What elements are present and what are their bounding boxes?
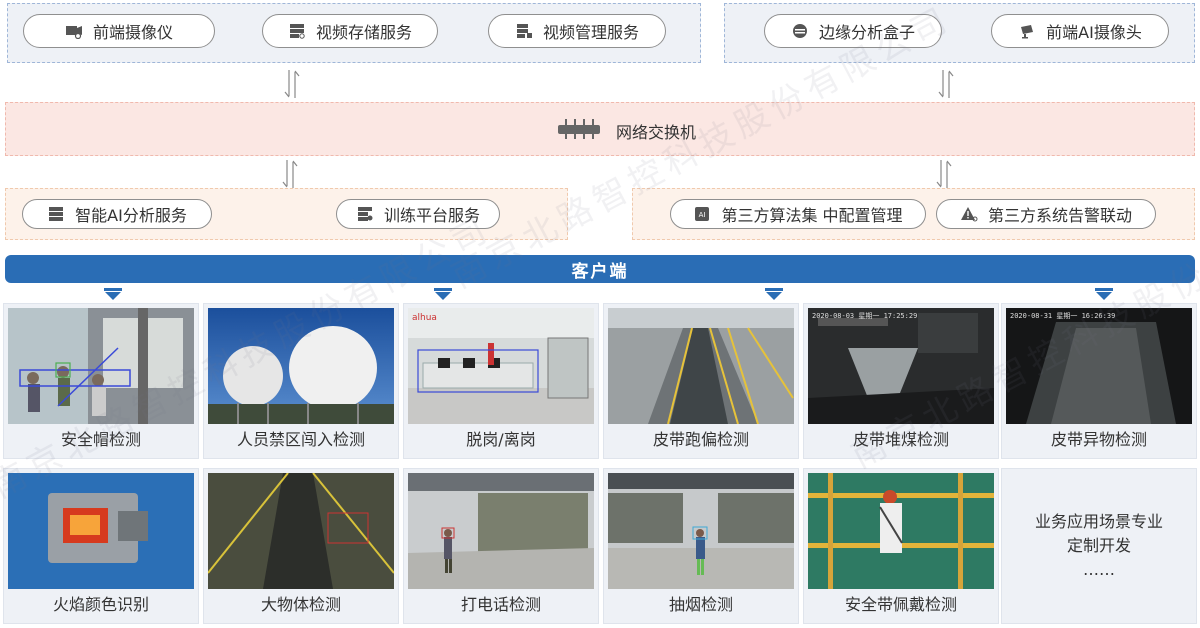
algorithm-chip-icon: AI bbox=[693, 205, 711, 223]
scene-caption: 脱岗/离岗 bbox=[466, 430, 536, 449]
scene-caption: 安全帽检测 bbox=[60, 430, 141, 449]
scene-card-belt-coal-pile[interactable]: 2020-08-03 星期一 17:25:29 皮带堆煤检测 bbox=[803, 303, 999, 459]
pill-label: 训练平台服务 bbox=[383, 206, 480, 225]
bidirectional-arrow-icon bbox=[282, 160, 298, 188]
pill-ai-analysis[interactable]: 智能AI分析服务 bbox=[22, 199, 212, 229]
pill-third-party-alarm[interactable]: 第三方系统告警联动 bbox=[936, 199, 1156, 229]
ai-camera-icon bbox=[1018, 22, 1036, 40]
off-post-image: alhua bbox=[408, 308, 594, 424]
edge-box-icon bbox=[791, 22, 809, 40]
camera-device-icon bbox=[65, 22, 83, 40]
flame-color-image bbox=[8, 473, 194, 589]
scene-caption: 抽烟检测 bbox=[668, 595, 733, 614]
bidirectional-arrow-icon bbox=[938, 70, 954, 98]
scene-card-safety-belt[interactable]: 安全带佩戴检测 bbox=[803, 468, 999, 624]
bidirectional-arrow-icon bbox=[936, 160, 952, 188]
pill-third-party-algorithm[interactable]: AI 第三方算法集 中配置管理 bbox=[670, 199, 926, 229]
scene-caption: 皮带异物检测 bbox=[1050, 430, 1147, 449]
scene-card-large-object[interactable]: 大物体检测 bbox=[203, 468, 399, 624]
scene-caption: 安全带佩戴检测 bbox=[844, 595, 957, 614]
pill-label: 前端摄像仪 bbox=[92, 23, 173, 42]
network-switch-icon bbox=[556, 118, 602, 144]
scene-card-helmet[interactable]: 安全帽检测 bbox=[3, 303, 199, 459]
down-arrow-icon bbox=[765, 288, 783, 300]
network-switch[interactable]: 网络交换机 bbox=[556, 118, 696, 144]
scene-caption: 皮带堆煤检测 bbox=[852, 430, 949, 449]
pill-label: 视频存储服务 bbox=[315, 23, 412, 42]
management-server-icon bbox=[515, 22, 533, 40]
phone-call-image bbox=[408, 473, 594, 589]
safety-belt-image bbox=[808, 473, 994, 589]
pill-label: 边缘分析盒子 bbox=[818, 23, 915, 42]
client-label: 客户端 bbox=[571, 261, 629, 282]
down-arrow-icon bbox=[1095, 288, 1113, 300]
training-server-icon bbox=[356, 205, 374, 223]
client-bar[interactable]: 客户端 bbox=[5, 255, 1195, 283]
pill-label: 前端AI摄像头 bbox=[1046, 23, 1142, 42]
ai-server-icon bbox=[47, 205, 65, 223]
pill-training-platform[interactable]: 训练平台服务 bbox=[336, 199, 500, 229]
scene-caption: 打电话检测 bbox=[460, 595, 541, 614]
pill-label: 智能AI分析服务 bbox=[75, 206, 187, 225]
svg-text:2020-08-31 星期一 16:26:39: 2020-08-31 星期一 16:26:39 bbox=[1010, 312, 1115, 320]
storage-server-icon bbox=[288, 22, 306, 40]
pill-front-camera[interactable]: 前端摄像仪 bbox=[23, 14, 215, 48]
pill-label: 第三方系统告警联动 bbox=[987, 206, 1132, 225]
scene-caption: 火焰颜色识别 bbox=[52, 595, 149, 614]
smoking-image bbox=[608, 473, 794, 589]
down-arrow-icon bbox=[434, 288, 452, 300]
down-arrow-icon bbox=[104, 288, 122, 300]
belt-foreign-object-image: 2020-08-31 星期一 16:26:39 bbox=[1006, 308, 1192, 424]
scene-card-off-post[interactable]: alhua 脱岗/离岗 bbox=[403, 303, 599, 459]
custom-development-card[interactable]: 业务应用场景专业 定制开发 …… bbox=[1001, 468, 1197, 624]
restricted-area-image bbox=[208, 308, 394, 424]
scene-card-flame-color[interactable]: 火焰颜色识别 bbox=[3, 468, 199, 624]
custom-dev-line1: 业务应用场景专业 bbox=[1034, 512, 1163, 531]
pill-label: 视频管理服务 bbox=[542, 23, 639, 42]
scene-card-restricted-area[interactable]: 人员禁区闯入检测 bbox=[203, 303, 399, 459]
custom-dev-line2: 定制开发 bbox=[1066, 536, 1131, 555]
scene-card-smoking[interactable]: 抽烟检测 bbox=[603, 468, 799, 624]
scene-card-belt-foreign-object[interactable]: 2020-08-31 星期一 16:26:39 皮带异物检测 bbox=[1001, 303, 1197, 459]
belt-coal-pile-image: 2020-08-03 星期一 17:25:29 bbox=[808, 308, 994, 424]
pill-video-storage[interactable]: 视频存储服务 bbox=[262, 14, 438, 48]
svg-text:alhua: alhua bbox=[412, 313, 437, 323]
pill-edge-box[interactable]: 边缘分析盒子 bbox=[764, 14, 942, 48]
pill-video-management[interactable]: 视频管理服务 bbox=[488, 14, 666, 48]
scene-card-belt-deviation[interactable]: 皮带跑偏检测 bbox=[603, 303, 799, 459]
svg-text:2020-08-03 星期一 17:25:29: 2020-08-03 星期一 17:25:29 bbox=[812, 312, 917, 320]
scene-card-phone-call[interactable]: 打电话检测 bbox=[403, 468, 599, 624]
network-switch-label: 网络交换机 bbox=[616, 123, 697, 142]
scene-caption: 皮带跑偏检测 bbox=[652, 430, 749, 449]
pill-ai-camera[interactable]: 前端AI摄像头 bbox=[991, 14, 1169, 48]
alarm-icon bbox=[960, 205, 978, 223]
custom-dev-ellipsis: …… bbox=[1083, 560, 1115, 579]
bidirectional-arrow-icon bbox=[284, 70, 300, 98]
belt-deviation-image bbox=[608, 308, 794, 424]
scene-caption: 大物体检测 bbox=[260, 595, 341, 614]
pill-label: 第三方算法集 中配置管理 bbox=[721, 206, 903, 225]
scene-caption: 人员禁区闯入检测 bbox=[236, 430, 365, 449]
large-object-image bbox=[208, 473, 394, 589]
helmet-detection-image bbox=[8, 308, 194, 424]
svg-text:AI: AI bbox=[699, 211, 706, 219]
